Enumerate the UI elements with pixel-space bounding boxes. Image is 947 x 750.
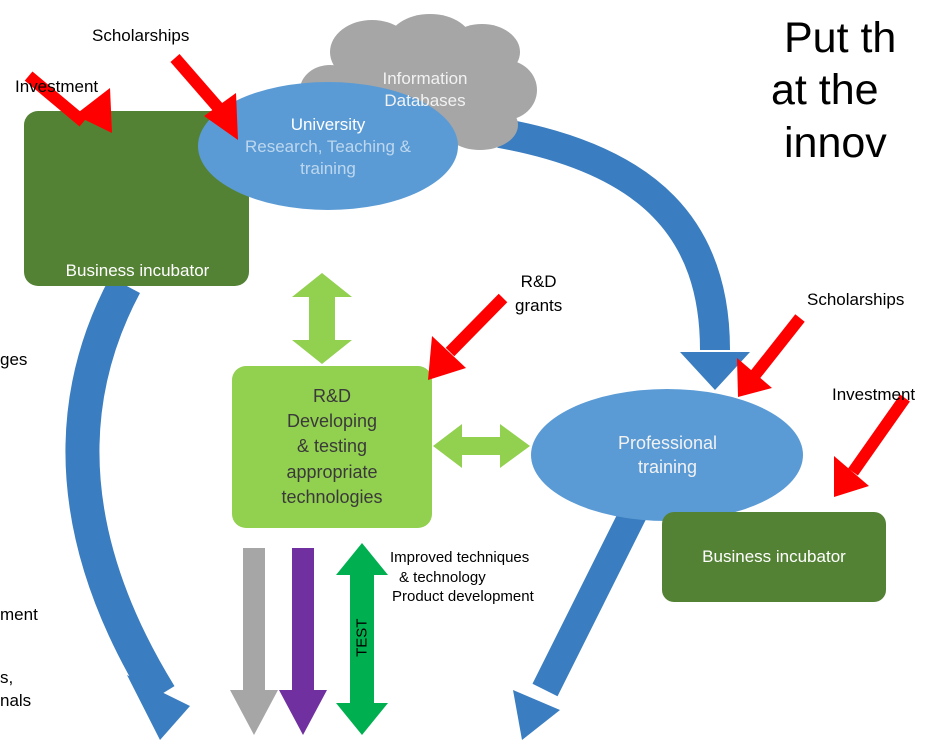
business-incubator-right-label: Business incubator: [702, 547, 846, 566]
double-arrow-vertical: [292, 273, 352, 364]
university-title: University: [290, 114, 366, 134]
rd-line: Developing: [286, 411, 378, 432]
university-ellipse: [198, 82, 458, 210]
test-double-arrow: [336, 543, 388, 735]
rd-grants-label: R&D grants: [515, 270, 562, 318]
page-title: Put th at the innov: [771, 12, 897, 169]
title-line: innov: [784, 118, 887, 167]
professional-training-text: Professional training: [580, 420, 755, 490]
double-arrow-horizontal: [433, 424, 530, 468]
rd-box-text: R&D Developing & testing appropriate tec…: [232, 370, 432, 524]
rd-grants-line: grants: [515, 295, 563, 315]
rd-line: appropriate: [286, 461, 378, 482]
rd-line: & testing: [296, 436, 368, 457]
business-incubator-left-label: Business incubator: [65, 261, 210, 280]
left-cut-label: s,: [0, 668, 14, 687]
red-arrow-investment-top: [24, 71, 112, 133]
red-arrow-scholarships-top: [170, 54, 238, 140]
scholarships-top-label: Scholarships: [92, 26, 190, 45]
university-subtitle: Research, Teaching &: [244, 136, 411, 156]
left-cut-label: nals: [0, 691, 32, 710]
rd-line: technologies: [281, 486, 383, 507]
business-incubator-left: [24, 111, 249, 286]
cloud-line: Information: [382, 68, 468, 88]
improved-line: & technology: [399, 568, 486, 586]
rd-line: R&D: [312, 386, 351, 407]
test-label: TEST: [353, 618, 371, 657]
red-arrow-rd-grants: [428, 293, 508, 380]
cloud-line: Databases: [384, 91, 466, 110]
flow-arrow-left: [65, 277, 190, 740]
improved-techniques-label: Improved techniques & technology Product…: [390, 548, 534, 607]
university-text: University Research, Teaching & training: [210, 104, 446, 190]
red-arrow-investment-right: [834, 394, 910, 497]
purple-down-arrow: [279, 548, 327, 735]
rd-grants-line: R&D: [520, 272, 557, 291]
investment-right-label: Investment: [832, 385, 916, 404]
improved-line: Improved techniques: [390, 549, 530, 566]
gray-down-arrow: [230, 548, 278, 735]
left-cut-label: ges: [0, 350, 28, 369]
rd-box: [232, 366, 432, 528]
business-incubator-right: [662, 512, 886, 602]
university-subtitle-2: training: [300, 159, 356, 179]
improved-line: Product development: [392, 588, 534, 605]
professional-line: training: [637, 457, 698, 477]
professional-training-ellipse: [531, 389, 803, 521]
red-arrow-scholarships-right: [737, 314, 805, 397]
investment-top-label: Investment: [15, 77, 99, 96]
left-cut-label: ment: [0, 605, 38, 624]
flow-arrow-university-to-training: [497, 118, 750, 390]
professional-line: Professional: [617, 432, 718, 453]
title-line: at the: [771, 66, 879, 115]
cloud-text: Information Databases: [350, 62, 500, 118]
flow-arrow-training-down: [513, 493, 653, 740]
title-line: Put th: [784, 14, 897, 62]
scholarships-right-label: Scholarships: [807, 290, 905, 309]
